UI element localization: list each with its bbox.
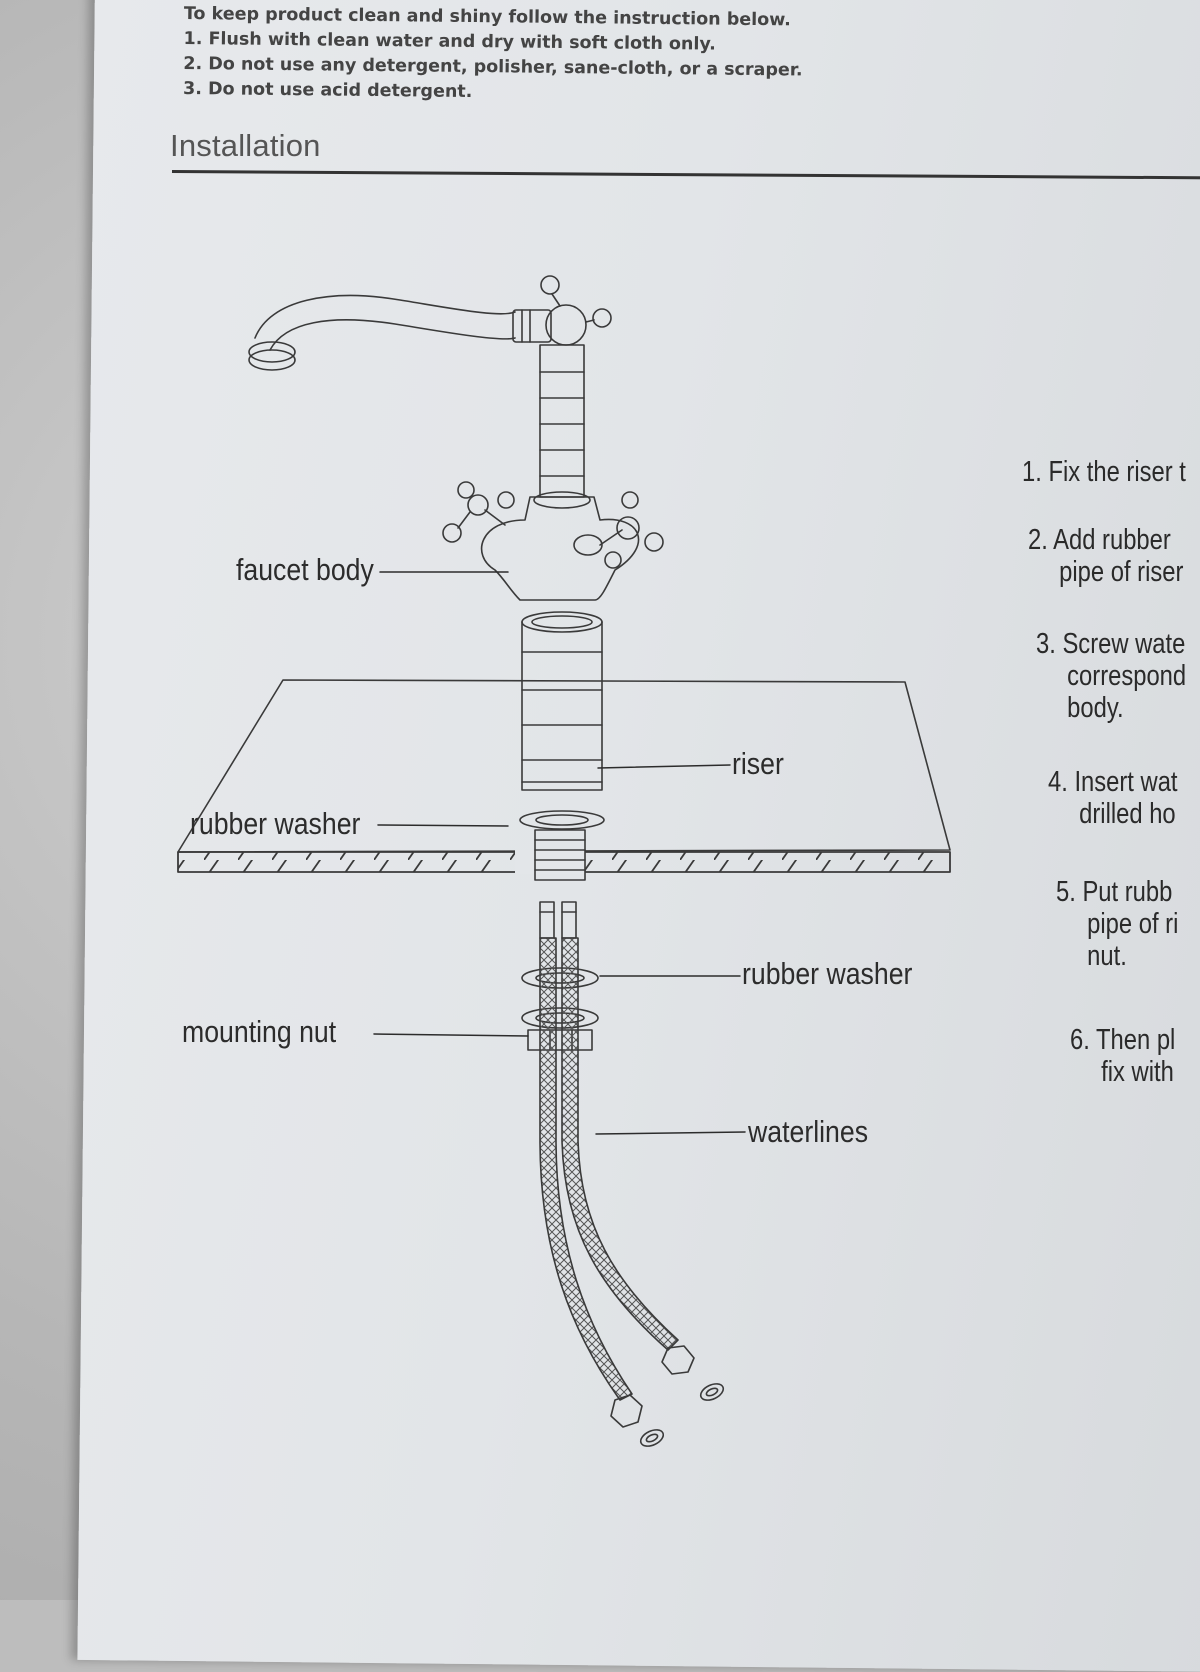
installation-diagram xyxy=(177,275,951,1447)
faucet-stem xyxy=(539,344,585,498)
step-3: 3. Screw wate correspond body. xyxy=(1036,628,1187,724)
faucet-spout xyxy=(248,294,552,371)
lower-rubber-washer xyxy=(521,967,599,989)
waterline-fittings xyxy=(539,901,577,939)
faucet-top-cap xyxy=(540,275,612,346)
label-waterlines: waterlines xyxy=(748,1114,869,1149)
upper-rubber-washer xyxy=(519,810,605,830)
step-2: 2. Add rubber pipe of riser xyxy=(1028,524,1184,588)
faucet-body-shape xyxy=(442,481,664,601)
steps-column: 1. Fix the riser t 2. Add rubber pipe of… xyxy=(1000,440,1200,1100)
step-5: 5. Put rubb pipe of ri nut. xyxy=(1056,876,1179,972)
step-1: 1. Fix the riser t xyxy=(1022,456,1186,488)
step-4: 4. Insert wat drilled ho xyxy=(1048,766,1178,830)
waterline-hoses xyxy=(539,937,725,1447)
label-rubber-washer-bottom: rubber washer xyxy=(742,956,913,991)
riser-part xyxy=(521,611,603,791)
step-6: 6. Then pl fix with xyxy=(1070,1024,1176,1088)
label-riser: riser xyxy=(732,746,784,781)
mounting-nut-part xyxy=(521,1007,599,1051)
leader-lines xyxy=(373,571,746,1135)
label-mounting-nut: mounting nut xyxy=(182,1014,337,1049)
threaded-shank xyxy=(534,829,586,881)
countertop xyxy=(177,679,951,874)
section-title-installation: Installation xyxy=(170,128,321,163)
label-faucet-body: faucet body xyxy=(236,552,374,587)
label-rubber-washer-top: rubber washer xyxy=(190,806,361,841)
